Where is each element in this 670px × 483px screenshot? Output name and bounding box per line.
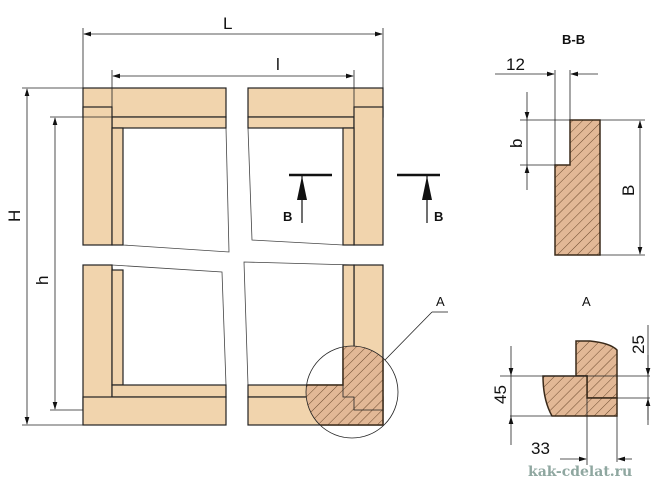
section-b-b-title: B-B: [562, 32, 585, 47]
dimension-h: h: [33, 116, 112, 411]
detail-a: A 45 25 33: [491, 294, 651, 465]
sash-bottom-left: [82, 264, 227, 426]
dimension-12-label: 12: [506, 55, 525, 74]
dimension-45-label: 45: [491, 385, 510, 404]
dimension-L: L: [82, 14, 384, 88]
dimension-l-label: l: [276, 55, 280, 74]
dimension-b-label: b: [507, 139, 526, 148]
dimension-H-label: H: [5, 210, 24, 222]
section-mark-left-label: B: [283, 209, 292, 224]
detail-callout-label: A: [436, 294, 445, 309]
watermark: kak-cdelat.ru: [528, 464, 632, 480]
detail-a-title: A: [582, 294, 591, 309]
glass-panes: [111, 127, 355, 386]
detail-a-callout: A: [305, 294, 448, 439]
dimension-25-label: 25: [629, 335, 648, 354]
sash-top-left: [82, 87, 227, 246]
sash-top-right: [247, 87, 384, 246]
section-mark-right-label: B: [434, 209, 443, 224]
section-b-b: B-B 12 b B: [495, 32, 645, 256]
dimension-l: l: [111, 55, 355, 117]
dimension-B-label: B: [619, 185, 638, 196]
dimension-H: H: [5, 87, 83, 426]
section-mark-right: B: [397, 173, 443, 224]
section-mark-left: B: [283, 173, 332, 224]
dimension-h-label: h: [33, 276, 52, 285]
dimension-L-label: L: [223, 14, 232, 33]
dimension-33-label: 33: [531, 439, 550, 458]
